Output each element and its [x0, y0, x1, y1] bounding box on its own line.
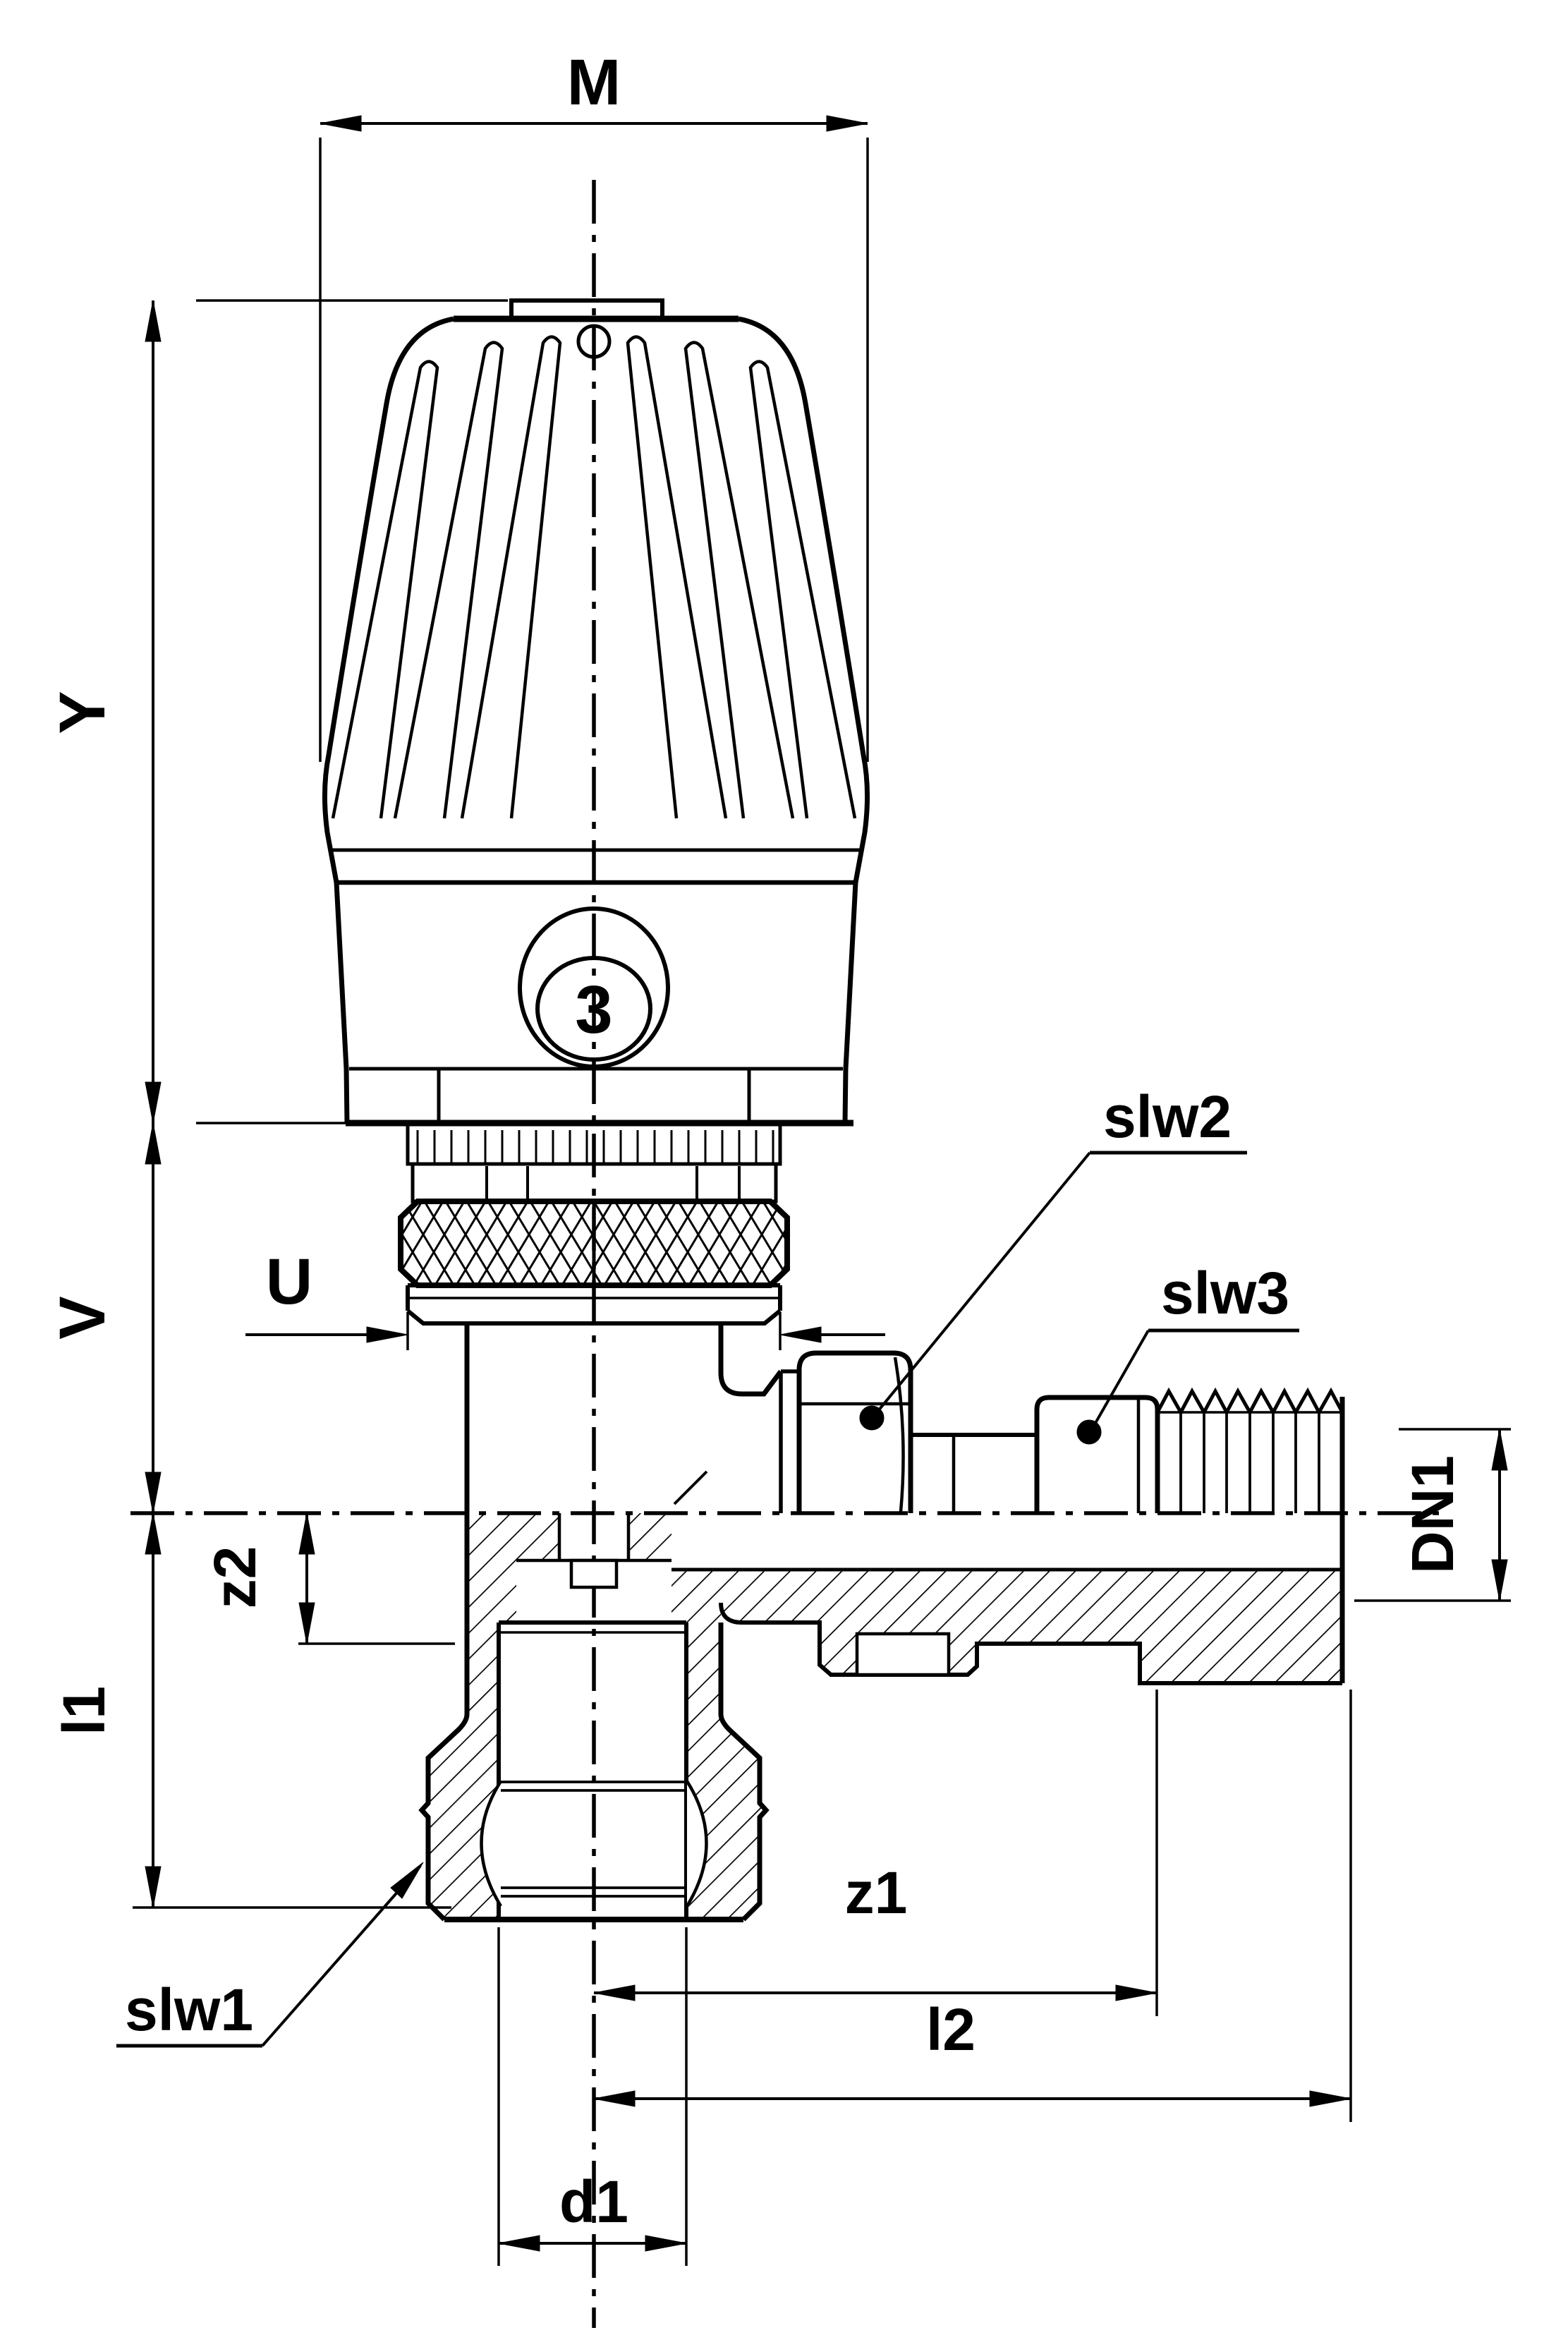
- leader-dot: [1076, 1419, 1102, 1445]
- arrowhead: [145, 300, 162, 342]
- dial-number: 3: [575, 972, 612, 1048]
- arrowhead: [145, 1512, 162, 1555]
- dim-label-d1: d1: [559, 2169, 628, 2235]
- dimension-y-v-l1: [133, 299, 508, 1909]
- dial-inner: [535, 956, 652, 1062]
- arrowhead: [1115, 1984, 1157, 2001]
- dim-label-l1: l1: [51, 1686, 117, 1735]
- leader-label-slw2: slw2: [1103, 1084, 1232, 1150]
- arrowhead: [593, 1984, 636, 2001]
- passage-bottom-profile: [719, 1602, 1342, 1685]
- collar: [406, 1283, 782, 1326]
- dim-label-dn1: DN1: [1399, 1455, 1466, 1574]
- leader-arrowhead: [390, 1862, 424, 1899]
- thermostatic-head: [322, 298, 870, 1127]
- leader-dot: [859, 1405, 885, 1431]
- arrowhead: [145, 1472, 162, 1514]
- outlet-hex-nut: [796, 1350, 913, 1513]
- leader-slw3: [1076, 1328, 1299, 1445]
- dimension-z2: [298, 1512, 455, 1645]
- section-hatch-stem-left: [516, 1513, 559, 1560]
- arrowhead: [145, 1081, 162, 1124]
- arrowhead: [1491, 1559, 1508, 1601]
- tailpiece-flat: [1034, 1395, 1160, 1513]
- body-chamfer-tick: [673, 1470, 708, 1505]
- head-cap: [509, 298, 664, 319]
- dimension-m: [319, 115, 869, 762]
- head-profile-left: [322, 316, 454, 1124]
- dim-label-l2: l2: [926, 1996, 976, 2063]
- arrowhead: [145, 1122, 162, 1165]
- olive-arc-right: [686, 1780, 708, 1908]
- arrowhead: [298, 1512, 315, 1555]
- nut-outer-left: [418, 1513, 470, 1922]
- head-hole: [576, 324, 612, 359]
- dimension-dn1: [1354, 1428, 1511, 1602]
- arrowhead: [320, 115, 362, 132]
- connection-stack: [398, 1122, 790, 1326]
- arrowhead: [498, 2235, 540, 2252]
- arrowhead: [779, 1326, 822, 1343]
- seat-insert: [569, 1558, 619, 1589]
- dimension-z1: [593, 1690, 1158, 2016]
- dim-label-u: U: [266, 1246, 312, 1318]
- leader-slw2: [859, 1151, 1247, 1431]
- dimension-u: [245, 1312, 885, 1350]
- section-hatch-passage: [721, 1570, 1342, 1683]
- outlet-ring: [779, 1369, 801, 1513]
- arrowhead: [366, 1326, 408, 1343]
- valve-body-elevation: [464, 1323, 1345, 1683]
- dim-label-z1: z1: [845, 1860, 908, 1926]
- dim-label-m: M: [567, 47, 621, 119]
- leader-label-slw3: slw3: [1161, 1260, 1289, 1326]
- arrowhead: [298, 1602, 315, 1644]
- knurled-nut: [398, 1199, 790, 1288]
- dim-label-y: Y: [47, 691, 118, 734]
- head-profile-right: [738, 316, 870, 1124]
- section-hatch-stem-right: [628, 1513, 671, 1560]
- centerlines: [130, 180, 1439, 2328]
- dim-label-z2: z2: [202, 1546, 268, 1609]
- head-ribs: [331, 335, 857, 819]
- valve-body-section: [418, 1513, 1342, 1922]
- nut-outer-right: [718, 1623, 770, 1922]
- dimension-d1: [497, 1927, 688, 2266]
- dim-label-v: V: [47, 1296, 118, 1339]
- arrowhead: [826, 115, 868, 132]
- arrowhead: [1491, 1429, 1508, 1471]
- arrowhead: [645, 2235, 687, 2252]
- olive-arc-left: [480, 1780, 502, 1908]
- arrowhead: [1309, 2090, 1351, 2107]
- leader-label-slw1: slw1: [125, 1977, 253, 2043]
- boss-recess: [855, 1632, 951, 1677]
- dimension-l2: [593, 1690, 1352, 2122]
- pipe-joint-lines: [499, 1781, 686, 1898]
- dial-outer: [518, 906, 670, 1069]
- outlet-neck: [911, 1433, 1037, 1513]
- arrowhead: [145, 1866, 162, 1908]
- body-right-wall: [718, 1323, 783, 1397]
- arrowhead: [593, 2090, 636, 2107]
- leader-slw1: [116, 1862, 424, 2048]
- serrated-ring: [406, 1122, 782, 1166]
